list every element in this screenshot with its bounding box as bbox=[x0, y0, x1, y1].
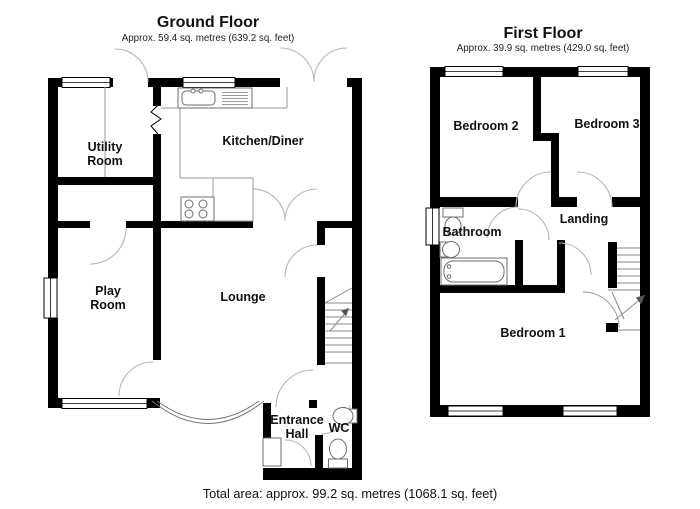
wall-opening-zigzag-icon bbox=[150, 104, 162, 135]
window bbox=[43, 277, 58, 319]
front-door-leaf bbox=[262, 437, 282, 467]
ground-floor-subtitle: Approx. 59.4 sq. metres (639.2 sq. feet) bbox=[122, 33, 295, 44]
bathroom-fixtures bbox=[439, 207, 508, 286]
window bbox=[562, 405, 618, 417]
patio-door-opening bbox=[280, 77, 347, 88]
door-arc-front-door bbox=[284, 439, 312, 467]
bathtub-fixture bbox=[440, 257, 508, 286]
door-arc-kitchen-left bbox=[252, 188, 286, 222]
bay-window bbox=[151, 400, 265, 424]
ground-floor-room-labels: Utility Room Kitchen/Diner Play Room Lou… bbox=[87, 134, 349, 441]
door-arc-bedroom-1 bbox=[558, 242, 592, 276]
room-label-kitchen-diner: Kitchen/Diner bbox=[222, 134, 303, 148]
staircase-first-floor bbox=[582, 247, 645, 331]
room-label-bedroom-2: Bedroom 2 bbox=[453, 119, 518, 133]
room-label-lounge: Lounge bbox=[220, 290, 265, 304]
first-floor-subtitle: Approx. 39.9 sq. metres (429.0 sq. feet) bbox=[457, 43, 630, 54]
door-arc-lounge-hall bbox=[284, 244, 318, 278]
window bbox=[61, 77, 111, 88]
room-label-line: Utility bbox=[88, 140, 123, 154]
utility-kitchen-opening bbox=[152, 106, 162, 134]
wc-fixtures bbox=[262, 407, 358, 469]
ground-floor-windows bbox=[43, 77, 265, 424]
sink-fixture bbox=[332, 407, 358, 425]
door-arc-play-room bbox=[89, 227, 127, 265]
room-label-entrance-hall: Entrance Hall bbox=[270, 413, 324, 441]
kitchen-fixtures bbox=[104, 87, 288, 222]
room-label-line: Play bbox=[95, 284, 121, 298]
room-label-bathroom: Bathroom bbox=[442, 225, 501, 239]
door-arc-bedroom-2 bbox=[515, 171, 552, 208]
sink-drainer-fixture bbox=[177, 87, 253, 109]
door-arc-patio-left bbox=[279, 47, 315, 83]
first-floor-plan: Bedroom 2 Bedroom 3 Bathroom Landing Bed… bbox=[425, 66, 650, 417]
window bbox=[182, 77, 236, 88]
titles: Ground Floor Approx. 59.4 sq. metres (63… bbox=[122, 14, 630, 54]
staircase-ground-floor bbox=[324, 287, 353, 364]
sink-fixture bbox=[439, 241, 460, 258]
door-arc-entrance-lounge bbox=[275, 369, 314, 408]
door-arc-back-door bbox=[114, 48, 149, 83]
door-arc-cupboard bbox=[517, 208, 550, 241]
room-label-line: Room bbox=[87, 154, 122, 168]
ground-floor-title: Ground Floor bbox=[157, 14, 259, 31]
room-label-wc: WC bbox=[329, 421, 350, 435]
hob-fixture bbox=[180, 196, 215, 222]
window bbox=[447, 405, 504, 417]
room-label-play-room: Play Room bbox=[90, 284, 125, 312]
door-arc-bathroom bbox=[486, 206, 519, 239]
room-label-utility-room: Utility Room bbox=[87, 140, 122, 168]
ground-floor-door-arcs bbox=[89, 47, 351, 467]
first-floor-door-arcs bbox=[486, 171, 613, 276]
window bbox=[577, 66, 629, 77]
door-arc-kitchen-right bbox=[284, 188, 318, 222]
door-arc-play-lounge bbox=[118, 361, 154, 397]
door-arc-bedroom-3 bbox=[576, 171, 613, 208]
room-label-bedroom-1: Bedroom 1 bbox=[500, 326, 565, 340]
toilet-fixture bbox=[442, 207, 464, 236]
room-label-landing: Landing bbox=[560, 212, 609, 226]
stairs-winder-curve bbox=[582, 291, 620, 329]
stairs-up-arrow-icon bbox=[341, 308, 349, 317]
room-label-line: Hall bbox=[286, 427, 309, 441]
back-door-opening bbox=[113, 77, 148, 88]
first-floor-windows bbox=[425, 66, 629, 417]
window bbox=[444, 66, 504, 77]
toilet-fixture bbox=[328, 438, 348, 469]
room-label-line: Entrance bbox=[270, 413, 324, 427]
first-floor-title: First Floor bbox=[503, 25, 582, 42]
total-area-text: Total area: approx. 99.2 sq. metres (106… bbox=[203, 486, 498, 501]
first-floor-room-labels: Bedroom 2 Bedroom 3 Bathroom Landing Bed… bbox=[442, 117, 639, 340]
ground-floor-plan: Utility Room Kitchen/Diner Play Room Lou… bbox=[43, 47, 362, 480]
door-arc-patio-right bbox=[313, 47, 348, 83]
window bbox=[425, 207, 440, 246]
window bbox=[61, 398, 148, 409]
room-label-line: Room bbox=[90, 298, 125, 312]
room-label-bedroom-3: Bedroom 3 bbox=[574, 117, 639, 131]
stairs-down-arrow-icon bbox=[636, 295, 645, 305]
